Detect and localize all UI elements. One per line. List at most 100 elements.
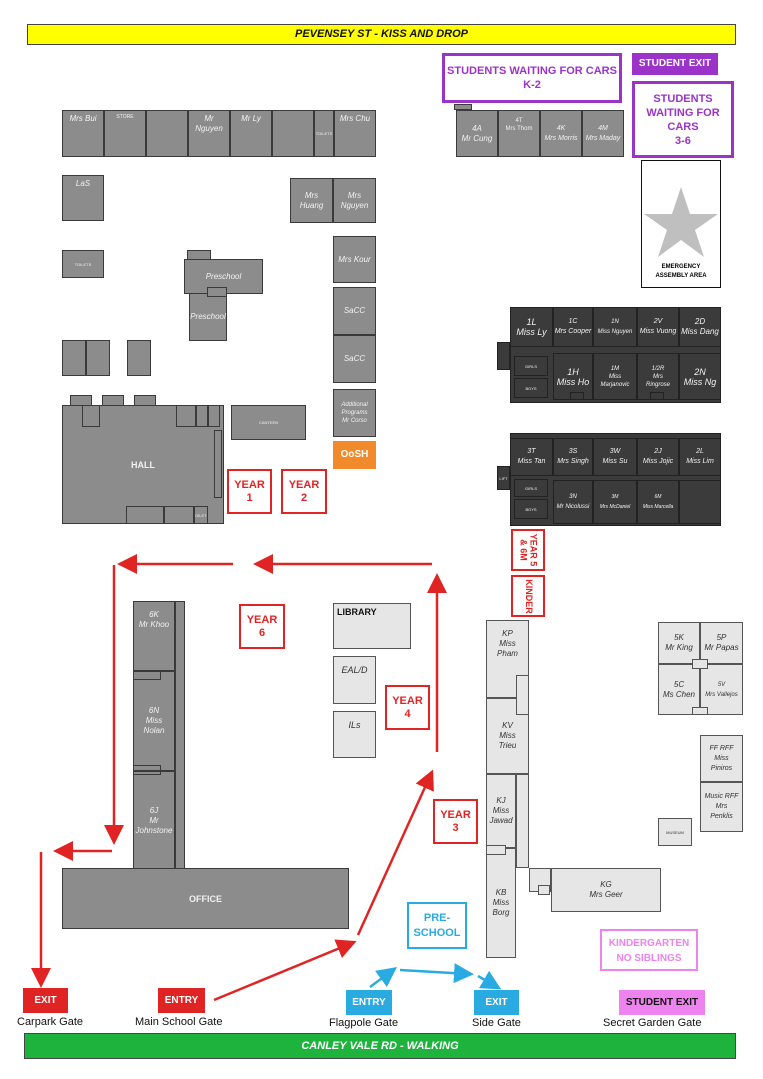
room-boys-1: BOYS [514, 378, 548, 398]
corridor-6-step-1 [133, 670, 161, 680]
room-3w: 3W Miss Su [593, 438, 637, 476]
block1-side [497, 342, 510, 370]
room-museum: MUSEUM [658, 818, 692, 846]
hall: HALL [62, 405, 224, 524]
room-4t: 4T Mrs Thom [498, 110, 540, 157]
label-year-1: YEAR 1 [227, 469, 272, 514]
room-store: STORE [104, 110, 146, 157]
preschool-step [207, 287, 227, 297]
room-6m: 6M Miss Marcella [637, 480, 679, 524]
room-ff-rff: FF RFF Miss Piniros [700, 735, 743, 782]
room-5p: 5P Mr Papas [700, 622, 743, 664]
room-mrs-nguyen: Mrs Nguyen [333, 178, 376, 223]
room-kv: KV Miss Trieu [486, 698, 529, 774]
room-girls-2: GIRLS [514, 479, 548, 497]
room-2d: 2D Miss Dang [679, 307, 721, 347]
room-4a: 4A Mr Cung [456, 110, 498, 157]
room-4k: 4K Mrs Morris [540, 110, 582, 157]
room-mrs-chu: Mrs Chu [334, 110, 376, 157]
block1-door-2 [650, 392, 664, 400]
room-kg: KG Mrs Geer [551, 868, 661, 912]
room-toilets: TOILETS [62, 250, 104, 278]
label-year-5-6m-text: YEAR 5 & 6M [518, 533, 539, 567]
label-year-4: YEAR 4 [385, 685, 430, 730]
room-lift: LIFT [497, 466, 510, 490]
room-block3-blank [679, 480, 721, 524]
flagpole-entry-button[interactable]: ENTRY [346, 990, 392, 1015]
room-sacc-a: SaCC [333, 287, 376, 335]
arrow-main-gate [213, 939, 357, 1002]
corridor-6 [175, 601, 185, 870]
side-gate-exit-button[interactable]: EXIT [474, 990, 519, 1015]
hall-inner-3 [196, 405, 208, 427]
hall-inner-2 [176, 405, 196, 427]
room-boys-2: BOYS [514, 499, 548, 519]
carpark-exit-button[interactable]: EXIT [23, 988, 68, 1013]
top-banner: PEVENSEY ST - KISS AND DROP [27, 24, 736, 45]
emergency-label: EMERGENCY ASSEMBLY AREA [655, 264, 707, 279]
library-label: LIBRARY [337, 607, 377, 617]
room-toilets-hall: TOILETS [194, 506, 208, 524]
room-6n: 6N Miss Nolan [133, 671, 175, 771]
carpark-gate-label: Carpark Gate [17, 1016, 84, 1028]
oosh-box: OoSH [333, 441, 376, 469]
room-las: LaS [62, 175, 104, 221]
secret-garden-gate-label: Secret Garden Gate [603, 1017, 702, 1029]
room-1h: 1H Miss Ho [553, 353, 593, 400]
library: LIBRARY [333, 603, 411, 649]
kg-step [538, 885, 550, 895]
room-additional-programs: Additional Programs Mr Corso [333, 389, 376, 437]
room-6j: 6J Mr Johnstone [133, 771, 175, 870]
room-1m: 1M Miss Marjanovic [593, 353, 637, 400]
room-music-rff: Music RFF Mrs Penklis [700, 782, 743, 832]
arrow-side-gate [477, 970, 502, 990]
hall-label: HALL [131, 459, 155, 470]
room-ils: ILs [333, 711, 376, 758]
main-school-gate-label: Main School Gate [135, 1016, 223, 1028]
room-sacc-b: SaCC [333, 335, 376, 383]
arrow-flagpole-east [399, 963, 474, 984]
room-2v: 2V Miss Vuong [637, 307, 679, 347]
star-icon [644, 187, 718, 257]
hall-stage [214, 430, 222, 498]
hall-inner-4 [208, 405, 220, 427]
waiting-k2-zone: STUDENTS WAITING FOR CARS K-2 [442, 53, 622, 103]
label-year-6: YEAR 6 [239, 604, 285, 649]
room-6k: 6K Mr Khoo [133, 601, 175, 671]
room-2j: 2J Miss Jojic [637, 438, 679, 476]
kinder-step-2 [486, 845, 506, 855]
room-block-3 [127, 340, 151, 376]
room-block-2 [86, 340, 110, 376]
room-3t: 3T Miss Tan [510, 438, 553, 476]
student-exit-top-badge: STUDENT EXIT [632, 53, 718, 75]
kinder-corridor [516, 774, 529, 868]
room-4m: 4M Mrs Maday [582, 110, 624, 157]
label-year-3: YEAR 3 [433, 799, 478, 844]
main-entry-button[interactable]: ENTRY [158, 988, 205, 1013]
label-year-2: YEAR 2 [281, 469, 327, 514]
kinder-step-1 [516, 675, 529, 715]
label-kindergarten-no-siblings: KINDERGARTEN NO SIBLINGS [600, 929, 698, 971]
room-mr-nguyen: Mr Nguyen [188, 110, 230, 157]
block5-door-1 [692, 659, 708, 669]
secret-garden-exit-button[interactable]: STUDENT EXIT [619, 990, 705, 1015]
hall-inner-5 [126, 506, 164, 524]
arrow-flagpole-up [369, 967, 398, 989]
block1-door-1 [570, 392, 584, 400]
label-kinder-text: KINDER [523, 578, 534, 614]
room-3s: 3S Mrs Singh [553, 438, 593, 476]
room-kb: KB Miss Borg [486, 848, 516, 958]
room-block-1 [62, 340, 86, 376]
room-5k: 5K Mr King [658, 622, 700, 664]
room-girls-1: GIRLS [514, 356, 548, 376]
label-kinder: KINDER [511, 575, 545, 617]
room-2l: 2L Miss Lim [679, 438, 721, 476]
room-blank-2 [272, 110, 314, 157]
emergency-assembly-area: EMERGENCY ASSEMBLY AREA [641, 160, 721, 288]
room-kj: KJ Miss Jawad [486, 774, 516, 848]
room-mr-ly: Mr Ly [230, 110, 272, 157]
block5-door-2 [692, 707, 708, 715]
room-eald: EAL/D [333, 656, 376, 704]
waiting-3-6-zone: STUDENTS WAITING FOR CARS 3-6 [632, 81, 734, 158]
room-1c: 1C Mrs Cooper [553, 307, 593, 347]
